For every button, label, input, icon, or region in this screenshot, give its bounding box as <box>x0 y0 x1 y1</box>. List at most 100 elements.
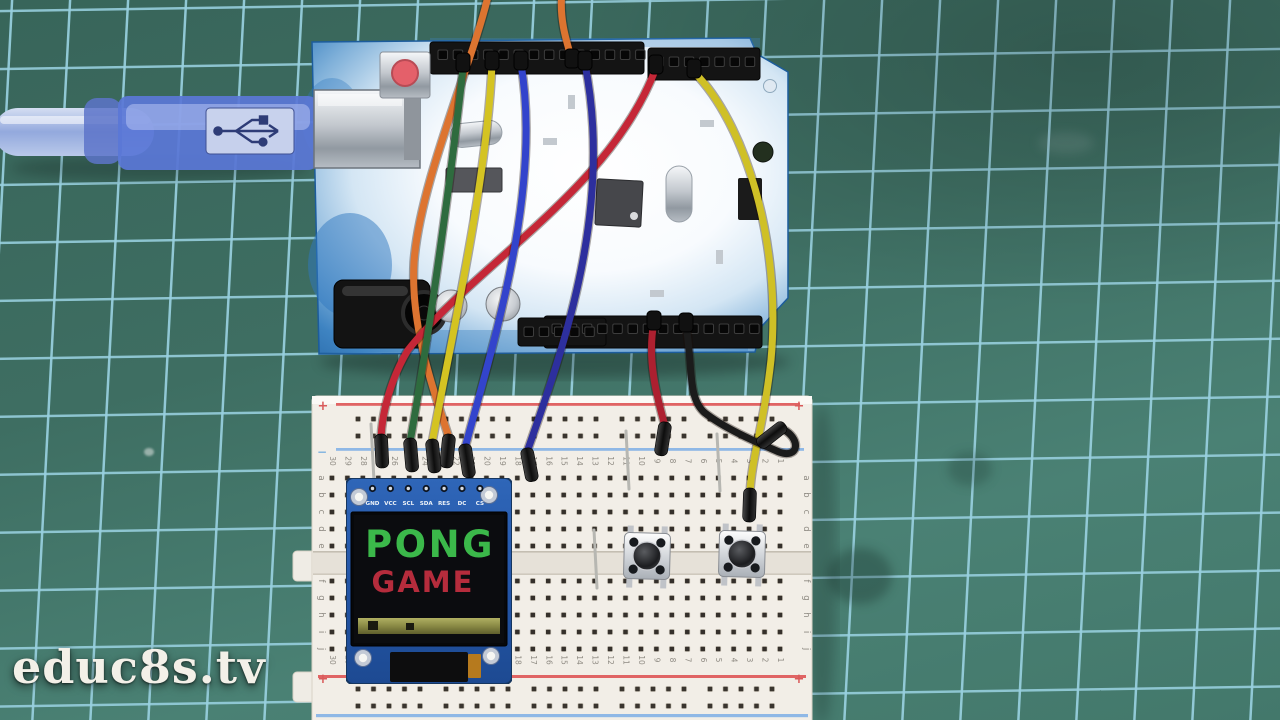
rail-hole <box>355 703 361 709</box>
oled-mounting-holes <box>350 486 500 667</box>
breadboard-hole <box>622 492 629 498</box>
rail-hole <box>489 703 496 709</box>
breadboard-hole <box>329 509 335 515</box>
rail-hole <box>458 686 465 692</box>
breadboard-hole <box>668 492 675 498</box>
rail-hole <box>562 686 568 692</box>
breadboard-hole <box>777 475 783 481</box>
breadboard-hole <box>576 595 583 601</box>
jumper-connector-cap <box>564 48 580 69</box>
breadboard-hole <box>761 646 768 652</box>
rail-hole <box>546 686 553 692</box>
breadboard-hole <box>668 509 675 515</box>
breadboard-hole <box>514 509 521 515</box>
breadboard-hole <box>545 509 552 515</box>
rail-hole <box>577 703 584 709</box>
breadboard-hole <box>653 629 660 635</box>
breadboard-hole <box>622 629 629 635</box>
oled-pin-center <box>406 486 410 491</box>
header-pin-socket <box>703 323 714 334</box>
header-pin-socket <box>604 49 616 60</box>
column-number: 14 <box>575 456 584 466</box>
wire-connectors <box>374 48 788 523</box>
column-number: 2 <box>761 658 770 663</box>
rail-hole <box>577 686 584 692</box>
rail-hole <box>619 686 625 692</box>
jumper-connector-sleeve <box>458 443 476 479</box>
rail-hole <box>593 703 599 709</box>
button-leg <box>660 579 667 589</box>
jumper-connector-sleeve <box>439 433 456 469</box>
column-number: 16 <box>544 456 553 466</box>
row-letter: g <box>801 595 811 600</box>
row-letter: j <box>801 647 811 650</box>
breadboard-hole <box>653 595 660 601</box>
oled-connector <box>390 652 468 682</box>
rail-hole <box>401 433 408 439</box>
rail-hole <box>370 686 377 692</box>
breadboard-hole <box>777 595 783 601</box>
bare-jumper-wire <box>592 528 599 590</box>
rail-hole <box>769 686 775 692</box>
breadboard-hole <box>699 492 706 498</box>
rail-hole <box>650 433 656 439</box>
rail-hole <box>753 686 760 692</box>
rail-hole <box>619 703 625 709</box>
rail-hole <box>562 416 568 422</box>
rail-hole <box>370 416 377 422</box>
breadboard-hole <box>529 543 536 549</box>
breadboard-hole <box>637 509 644 515</box>
rail-hole <box>681 416 687 422</box>
row-letter: a <box>801 475 811 480</box>
breadboard-hole <box>761 492 768 498</box>
breadboard-hole <box>761 578 768 584</box>
breadboard-hole <box>529 578 536 584</box>
breadboard-hole <box>560 646 567 652</box>
breadboard-hole <box>637 526 644 532</box>
mounting-hole <box>763 79 777 93</box>
breadboard-hole <box>761 595 768 601</box>
breadboard-hole <box>777 612 783 618</box>
column-number: 5 <box>714 658 723 663</box>
breadboard-hole <box>514 595 521 601</box>
column-number: 1 <box>776 459 785 464</box>
rail-hole <box>681 433 687 439</box>
usb-connector-lip <box>404 98 420 160</box>
breadboard-hole <box>777 646 783 652</box>
pushbutton <box>623 525 671 589</box>
breadboard-hole <box>730 475 737 481</box>
breadboard-hole <box>607 492 614 498</box>
breadboard-hole <box>699 612 706 618</box>
rail-hole <box>443 686 449 692</box>
oled-pin-row <box>368 484 484 493</box>
column-number: 15 <box>560 456 569 466</box>
rail-hole <box>546 703 553 709</box>
breadboard-hole <box>514 475 521 481</box>
column-number: 28 <box>359 456 368 466</box>
column-number: 8 <box>668 459 677 464</box>
breadboard-hole <box>329 595 335 601</box>
column-number: 17 <box>529 655 538 665</box>
breadboard-hole <box>514 646 521 652</box>
breadboard-hole <box>607 475 614 481</box>
breadboard-hole <box>545 578 552 584</box>
rail-hole <box>722 703 729 709</box>
rail-hole <box>417 703 423 709</box>
bare-jumper-wire <box>369 422 376 483</box>
oled-pin-label: DC <box>458 501 467 507</box>
column-number: 3 <box>745 658 754 663</box>
breadboard-hole <box>545 526 552 532</box>
column-number: 13 <box>591 456 600 466</box>
breadboard-hole <box>560 578 567 584</box>
jumper-wire-red-short <box>648 318 669 430</box>
jumper-connector-cap <box>513 50 529 71</box>
header-pin-socket <box>597 323 608 334</box>
breadboard-hole <box>684 595 691 601</box>
jumper-connector-sleeve <box>520 447 539 483</box>
rail-plus-symbol: + <box>318 399 329 414</box>
rail-hole <box>489 433 496 439</box>
ribbon-mark <box>406 623 414 630</box>
jumper-connector-sleeve <box>374 433 390 469</box>
rail-hole <box>562 433 568 439</box>
rail-hole <box>634 703 641 709</box>
